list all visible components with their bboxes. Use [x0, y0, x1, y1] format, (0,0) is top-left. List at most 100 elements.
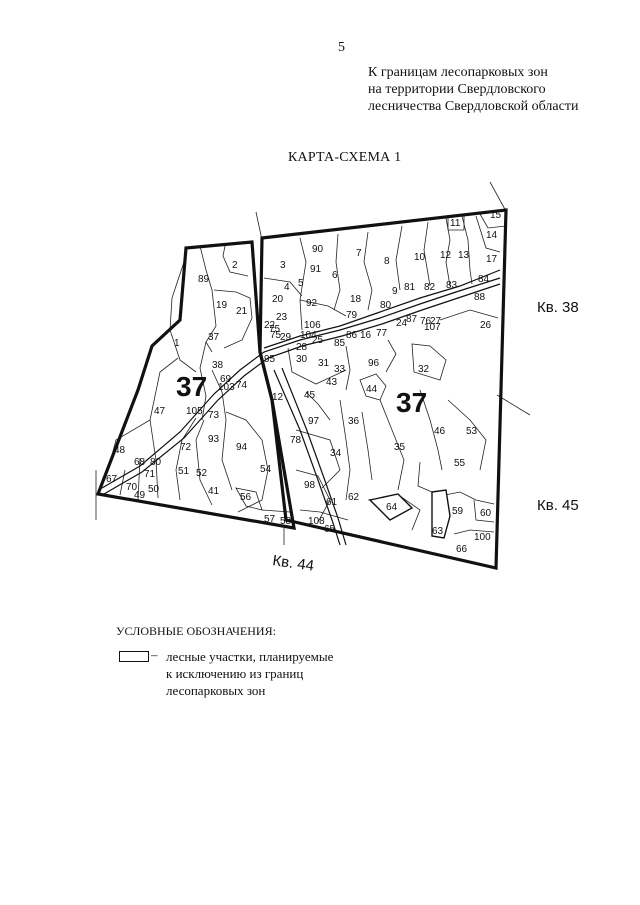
left-block-boundary: [95, 240, 296, 530]
page-number: 5: [338, 40, 345, 55]
plot-number-59: 59: [452, 506, 464, 517]
plot-number-11: 11: [450, 218, 461, 229]
plot-number-31: 31: [318, 358, 330, 369]
plot-number-75: 75: [269, 324, 281, 335]
plot-number-36: 36: [348, 416, 360, 427]
plot-number-5: 5: [298, 278, 304, 289]
top-tick-line: [255, 211, 263, 241]
header-note-line-2: на территории Свердловского: [368, 82, 546, 97]
plot-number-32: 32: [418, 364, 430, 375]
header-note-line-1: К границам лесопарковых зон: [368, 65, 548, 80]
plot-number-88: 88: [474, 292, 486, 303]
plot-number-12: 12: [272, 392, 284, 403]
plot-number-49: 49: [134, 490, 146, 501]
plot-number-14: 14: [486, 230, 498, 241]
plot-number-4: 4: [284, 282, 290, 293]
plot-number-95: 95: [264, 354, 276, 365]
plot-number-45: 45: [304, 390, 316, 401]
plot-number-83: 83: [446, 280, 458, 291]
plot-number-6: 6: [332, 270, 338, 281]
plot-number-80: 80: [150, 457, 162, 468]
plot-number-16: 16: [360, 330, 372, 341]
plot-number-33: 33: [334, 364, 346, 375]
plot-number-72: 72: [180, 442, 192, 453]
plot-number-37: 37: [208, 332, 220, 343]
plot-number-34: 34: [330, 448, 342, 459]
plot-number-64: 64: [386, 502, 398, 513]
plot-number-46: 46: [434, 426, 446, 437]
plot-number-91: 91: [310, 264, 322, 275]
legend-line-2: к исключению из границ: [166, 666, 304, 681]
plot-number-43: 43: [326, 377, 338, 388]
plot-number-87: 87: [406, 314, 418, 325]
plot-number-1: 1: [174, 338, 180, 349]
plot-number-52: 52: [196, 468, 208, 479]
plot-number-79: 79: [346, 310, 358, 321]
plot-number-22: 22: [264, 320, 276, 331]
plot-number-93: 93: [208, 434, 220, 445]
right-block-subdivisions: [263, 213, 507, 535]
plot-number-65: 65: [324, 524, 336, 535]
plot-number-53: 53: [466, 426, 478, 437]
plot-number-103: 103: [218, 382, 235, 393]
plot-number-80: 80: [380, 300, 392, 311]
plot-number-97: 97: [308, 416, 320, 427]
plot-number-2: 2: [232, 260, 238, 271]
plot-number-75: 75: [270, 330, 282, 341]
plot-number-13: 13: [458, 250, 470, 261]
plot-number-100: 100: [474, 532, 491, 543]
plot-number-74: 74: [236, 380, 248, 391]
plot-number-63: 63: [432, 526, 444, 537]
plot-number-7: 7: [356, 248, 362, 259]
plot-number-70: 70: [126, 482, 138, 493]
plot-number-90: 90: [312, 244, 324, 255]
legend-heading: УСЛОВНЫЕ ОБОЗНАЧЕНИЯ:: [116, 624, 276, 638]
plot-number-96: 96: [368, 358, 380, 369]
plot-number-62: 62: [348, 492, 360, 503]
plot-number-10: 10: [414, 252, 426, 263]
plot-number-86: 86: [346, 330, 358, 341]
plot-number-26: 26: [480, 320, 492, 331]
plot-number-73: 73: [208, 410, 220, 421]
plot-number-67: 67: [106, 474, 118, 485]
plot-number-44: 44: [366, 384, 378, 395]
plot-number-50: 50: [148, 484, 160, 495]
plot-number-55: 55: [454, 458, 466, 469]
plot-number-76: 76: [420, 316, 432, 327]
plot-number-98: 98: [304, 480, 316, 491]
plot-number-41: 41: [208, 486, 220, 497]
plot-number-78: 78: [290, 435, 302, 446]
plot-number-104: 104: [300, 330, 317, 341]
plot-number-27: 27: [430, 316, 442, 327]
plot-number-29: 29: [280, 332, 292, 343]
plot-number-20: 20: [272, 294, 284, 305]
plot-number-106: 106: [304, 320, 321, 331]
header-note: К границам лесопарковых зон на территори…: [368, 64, 578, 115]
plot-number-60: 60: [480, 508, 492, 519]
legend-dash: –: [151, 647, 158, 662]
neighbor-label-kv45: Кв. 45: [537, 497, 579, 514]
left-block-number: 37: [176, 371, 207, 402]
plot-number-85: 85: [334, 338, 346, 349]
plot-number-51: 51: [178, 466, 190, 477]
plot-number-107: 107: [424, 322, 441, 333]
plot-number-23: 23: [276, 312, 288, 323]
neighbor-label-kv38: Кв. 38: [537, 299, 579, 316]
plot-number-84: 84: [478, 274, 490, 285]
plot-number-3: 3: [280, 260, 286, 271]
plot-number-17: 17: [486, 254, 498, 265]
plot-number-61: 61: [326, 497, 338, 508]
plot-number-15: 15: [490, 210, 502, 221]
plot-number-77: 77: [376, 328, 388, 339]
plot-number-82: 82: [424, 282, 436, 293]
plot-number-89: 89: [198, 274, 210, 285]
plot-number-30: 30: [296, 354, 308, 365]
plot-number-8: 8: [384, 256, 390, 267]
right-block-number: 37: [396, 387, 427, 418]
plot-number-68: 68: [134, 457, 146, 468]
plot-number-105: 105: [186, 406, 203, 417]
plot-number-54: 54: [260, 464, 272, 475]
